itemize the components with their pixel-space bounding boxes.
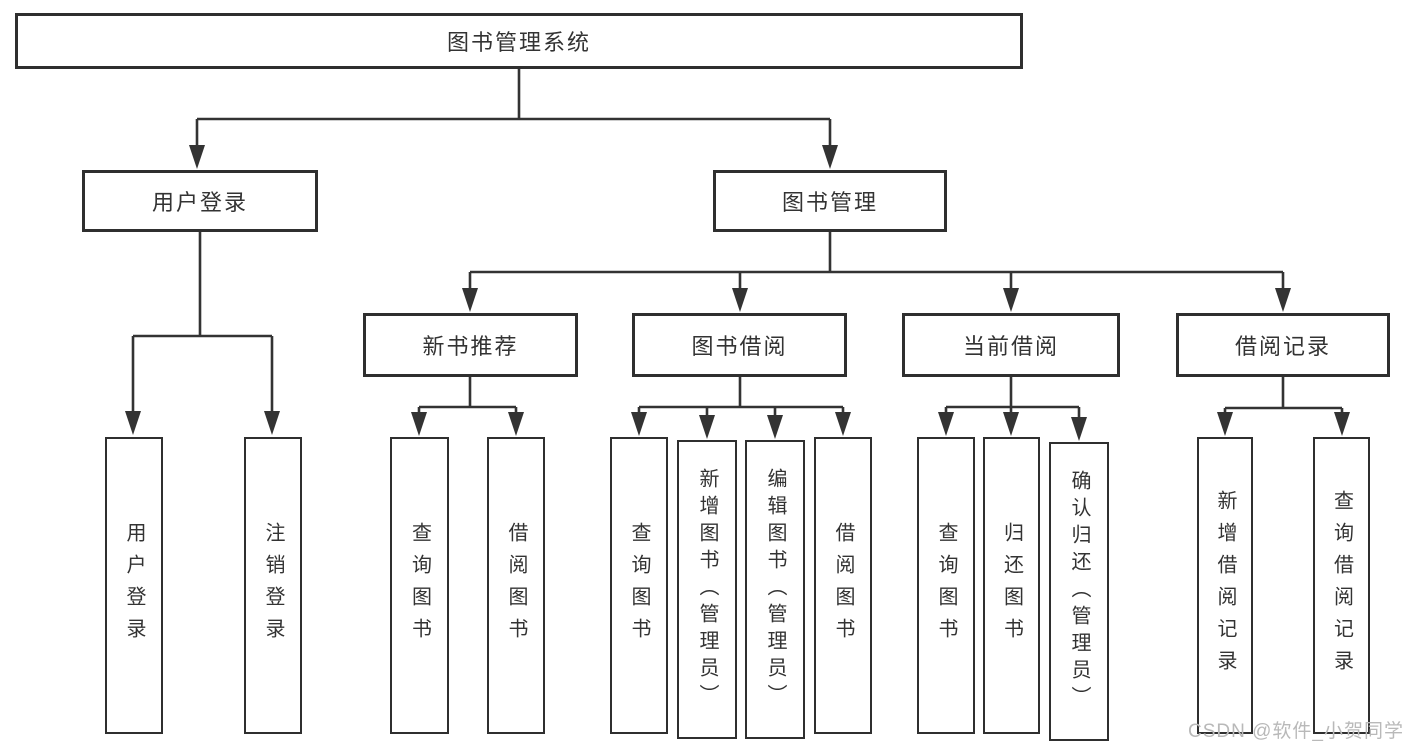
arrow-to-current-confirm-return — [1071, 407, 1087, 441]
leaf-user-login: 用户登录 — [105, 437, 163, 734]
connector-book-borrow-spine — [639, 377, 843, 409]
connector-current-borrow-spine — [946, 377, 1079, 409]
connector-borrow-record-spine — [1225, 377, 1342, 410]
arrow-to-leaf-user-login — [125, 336, 141, 435]
node-book-mgmt: 图书管理 — [713, 170, 947, 232]
connector-new-book-rec-spine — [419, 377, 516, 409]
connector-user-login-spine — [133, 232, 272, 338]
leaf-logout: 注销登录 — [244, 437, 302, 734]
leaf-current-confirm-return-label: 确认归还（管理员） — [1068, 470, 1090, 713]
leaf-current-query-book: 查询图书 — [917, 437, 975, 734]
leaf-record-add: 新增借阅记录 — [1197, 437, 1253, 734]
node-new-book-rec: 新书推荐 — [363, 313, 578, 377]
leaf-logout-label: 注销登录 — [262, 521, 284, 650]
arrow-to-current-borrow — [1003, 272, 1019, 312]
node-current-borrow: 当前借阅 — [902, 313, 1120, 377]
node-book-mgmt-label: 图书管理 — [781, 190, 878, 215]
leaf-borrow-query-book-label: 查询图书 — [628, 521, 650, 650]
node-book-borrow: 图书借阅 — [632, 313, 847, 377]
leaf-current-return-book: 归还图书 — [983, 437, 1040, 734]
node-current-borrow-label: 当前借阅 — [962, 334, 1059, 359]
connector-root-spine — [197, 69, 830, 121]
arrow-to-rec-query-book — [411, 407, 427, 436]
arrow-to-record-add — [1217, 408, 1233, 436]
leaf-record-query: 查询借阅记录 — [1313, 437, 1370, 734]
leaf-user-login-label: 用户登录 — [123, 521, 145, 650]
arrow-to-borrow-add-book — [699, 407, 715, 439]
leaf-current-confirm-return: 确认归还（管理员） — [1049, 442, 1109, 741]
arrow-to-leaf-logout — [264, 336, 280, 435]
csdn-watermark: CSDN @软件_小贺同学 — [1188, 721, 1404, 742]
leaf-current-query-book-label: 查询图书 — [935, 521, 957, 650]
node-book-borrow-label: 图书借阅 — [691, 334, 788, 359]
leaf-borrow-borrow-book-label: 借阅图书 — [832, 521, 854, 650]
arrow-to-rec-borrow-book — [508, 407, 524, 436]
arrow-to-borrow-borrow-book — [835, 407, 851, 436]
leaf-borrow-add-book-label: 新增图书（管理员） — [696, 468, 718, 711]
arrow-to-book-mgmt — [822, 119, 838, 169]
node-borrow-record-label: 借阅记录 — [1234, 334, 1331, 359]
leaf-rec-query-book-label: 查询图书 — [408, 521, 431, 650]
node-user-login-label: 用户登录 — [151, 190, 248, 215]
leaf-record-add-label: 新增借阅记录 — [1214, 489, 1236, 682]
leaf-current-return-book-label: 归还图书 — [1000, 521, 1023, 650]
arrow-to-book-borrow — [732, 272, 748, 312]
leaf-record-query-label: 查询借阅记录 — [1330, 489, 1353, 682]
arrow-to-current-return-book — [1003, 407, 1019, 436]
node-root: 图书管理系统 — [15, 13, 1023, 69]
leaf-borrow-query-book: 查询图书 — [610, 437, 668, 734]
leaf-rec-borrow-book-label: 借阅图书 — [505, 521, 527, 650]
leaf-borrow-borrow-book: 借阅图书 — [814, 437, 872, 734]
leaf-borrow-add-book: 新增图书（管理员） — [677, 440, 737, 739]
leaf-rec-query-book: 查询图书 — [390, 437, 449, 734]
arrow-to-current-query-book — [938, 407, 954, 436]
node-borrow-record: 借阅记录 — [1176, 313, 1390, 377]
connector-book-mgmt-spine — [470, 232, 1283, 274]
arrow-to-borrow-query-book — [631, 407, 647, 436]
node-root-label: 图书管理系统 — [446, 30, 591, 55]
arrow-to-borrow-edit-book — [767, 407, 783, 439]
arrow-to-user-login — [189, 119, 205, 169]
leaf-borrow-edit-book: 编辑图书（管理员） — [745, 440, 805, 739]
arrow-to-new-book-rec — [462, 272, 478, 312]
arrow-to-record-query — [1334, 408, 1350, 436]
leaf-rec-borrow-book: 借阅图书 — [487, 437, 545, 734]
leaf-borrow-edit-book-label: 编辑图书（管理员） — [764, 468, 786, 711]
node-new-book-rec-label: 新书推荐 — [422, 334, 519, 359]
arrow-to-borrow-record — [1275, 272, 1291, 312]
node-user-login: 用户登录 — [82, 170, 318, 232]
